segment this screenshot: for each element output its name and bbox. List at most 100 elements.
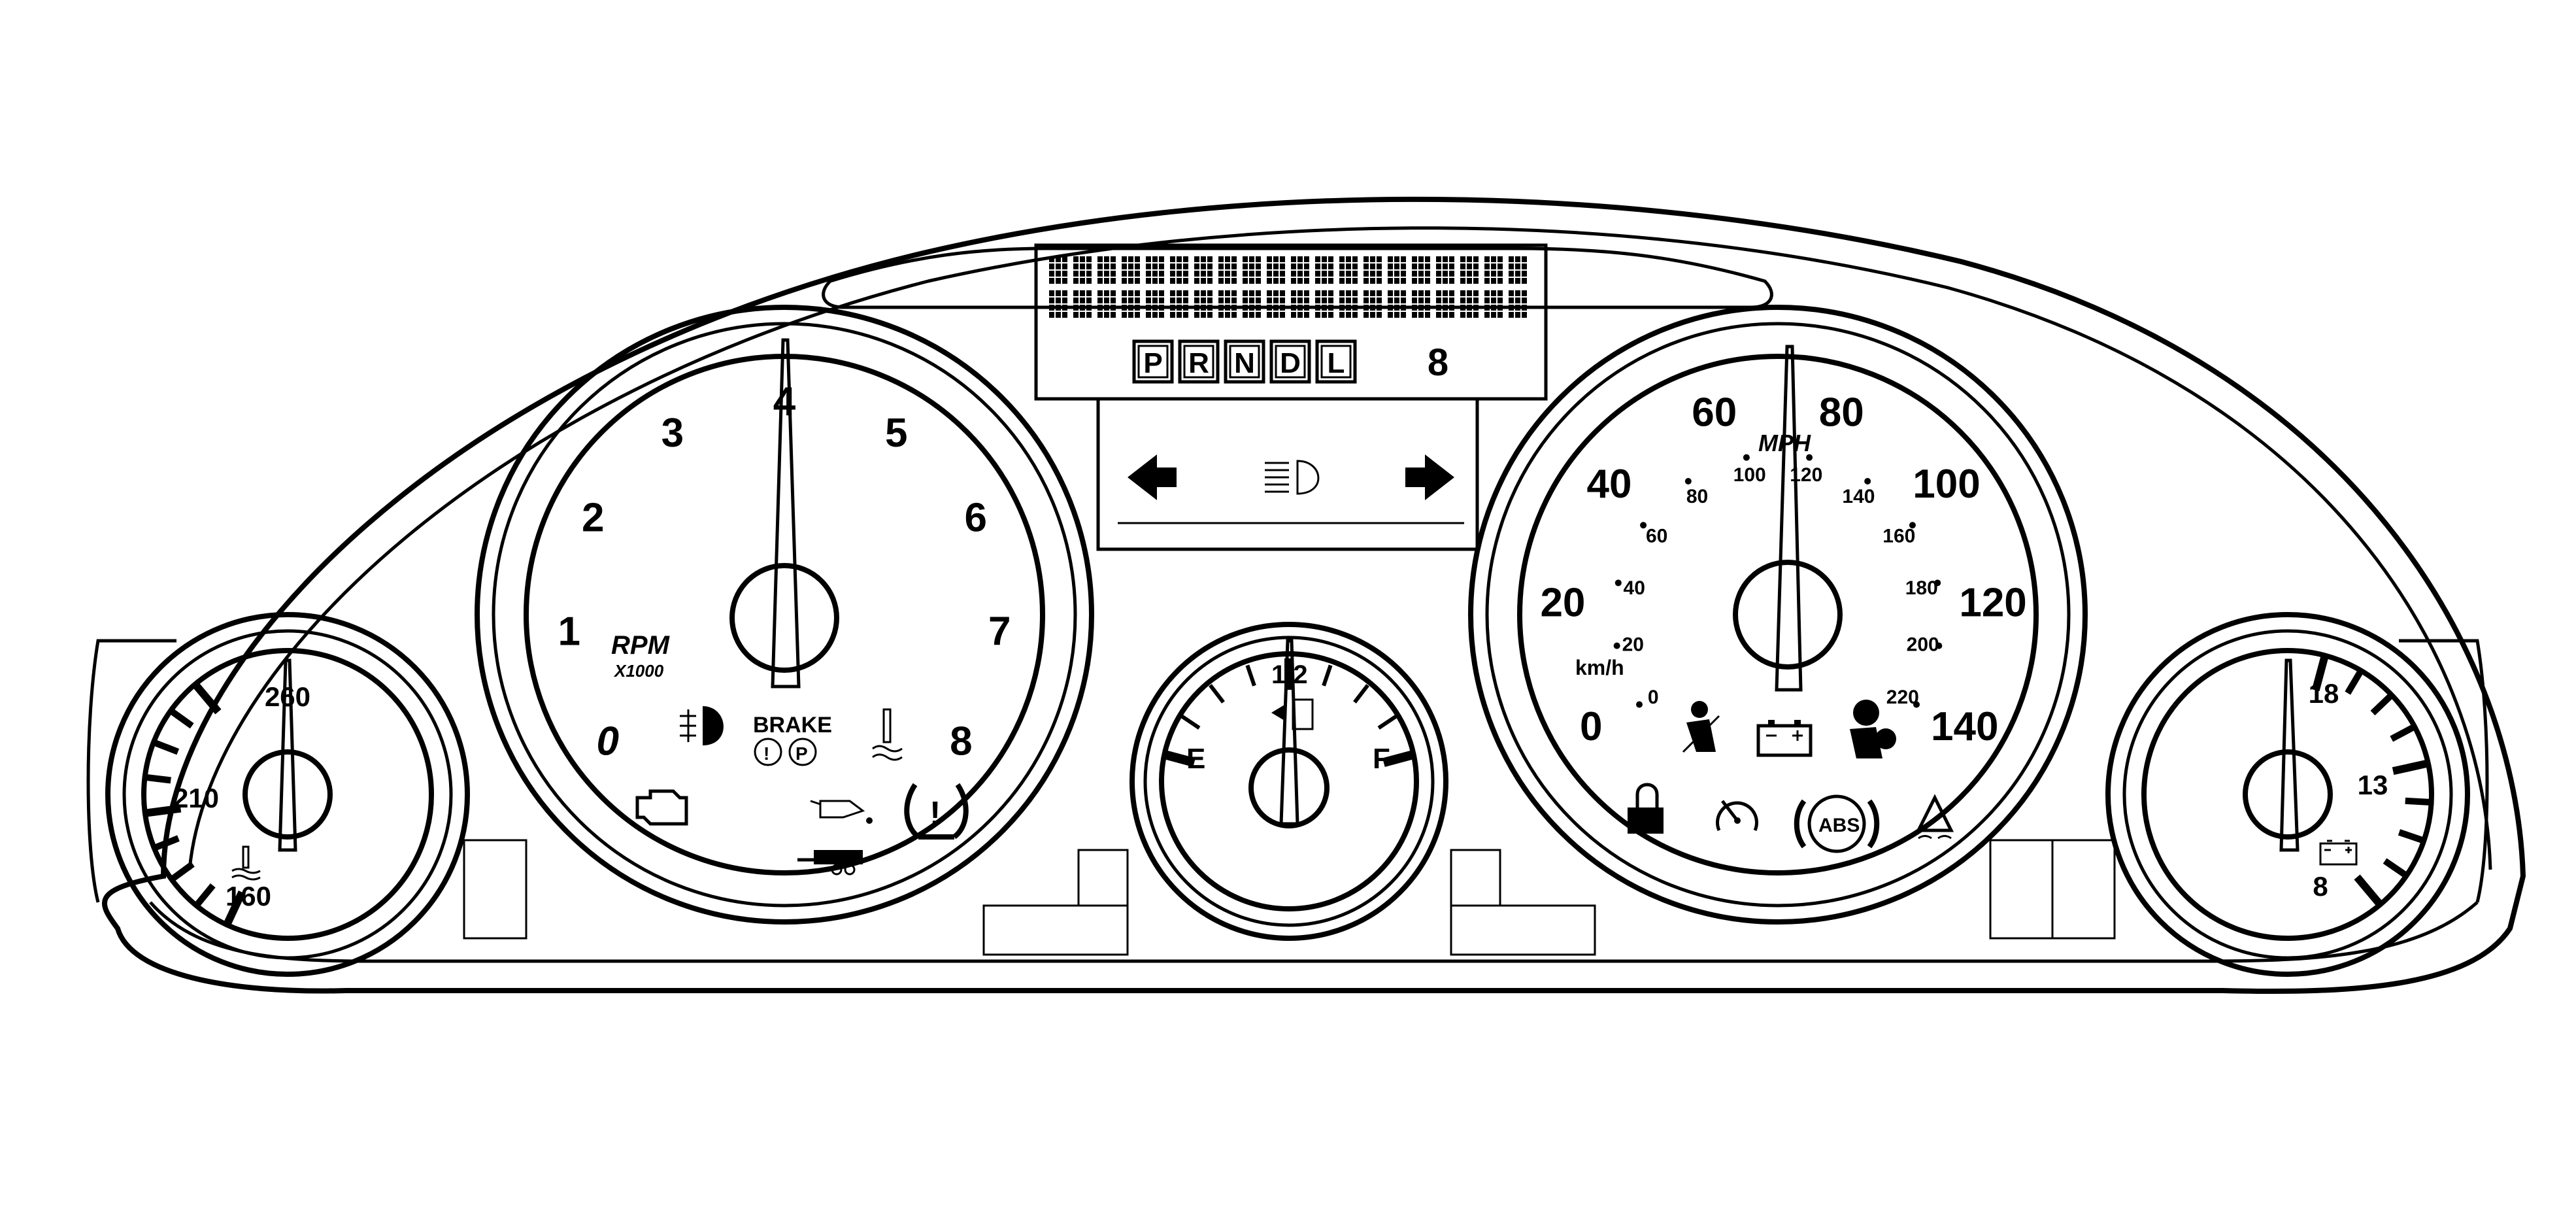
gear-box-n: N <box>1224 339 1265 384</box>
gear-label: L <box>1328 347 1345 379</box>
trailer-icon <box>797 850 863 876</box>
fuel-tick <box>1162 749 1196 767</box>
tach-label-2: 2 <box>582 496 604 541</box>
fuel-tick <box>1180 714 1201 730</box>
dot-matrix-cell <box>1073 290 1092 318</box>
airbag-icon <box>1850 700 1896 758</box>
dot-matrix-cell <box>1484 256 1503 284</box>
tach-label-8: 8 <box>950 719 972 764</box>
fuel-tick <box>1353 684 1369 704</box>
tach-label-7: 7 <box>988 609 1011 654</box>
volt-battery-icon <box>2319 840 2358 866</box>
dot-matrix-cell <box>1073 256 1092 284</box>
tach-label-0: 0 <box>596 719 618 764</box>
gear-box-r: R <box>1178 339 1220 384</box>
kmh-label-20: 20 <box>1613 634 1644 655</box>
mph-label-20: 20 <box>1540 580 1585 625</box>
fuel-tick <box>1382 749 1416 767</box>
kmh-label-140: 140 <box>1842 477 1875 507</box>
gear-digit: 8 <box>1428 341 1448 384</box>
gear-label: N <box>1234 347 1255 379</box>
svg-text:40: 40 <box>1624 577 1645 599</box>
coolant-temp-warning-icon <box>872 708 903 761</box>
headlamp-icon <box>1265 460 1320 495</box>
dot-matrix-cell <box>1388 290 1406 318</box>
kmh-unit-label: km/h <box>1575 656 1624 679</box>
gear-label: D <box>1280 347 1301 379</box>
volt-tick <box>2345 668 2365 695</box>
svg-text:200: 200 <box>1907 634 1939 655</box>
kmh-label-60: 60 <box>1640 522 1667 547</box>
battery-charge-icon <box>1756 720 1813 757</box>
gear-box-l: L <box>1315 339 1357 384</box>
dot-matrix-cell <box>1291 256 1309 284</box>
cluster-housing-outline <box>102 196 2526 994</box>
mph-label-100: 100 <box>1913 462 1980 507</box>
mph-label-140: 140 <box>1931 704 1998 749</box>
fuel-empty-label: E <box>1186 743 1205 775</box>
fuel-tick <box>1209 684 1225 704</box>
tach-unit-label: RPM X1000 <box>611 631 671 681</box>
svg-text:0: 0 <box>1648 687 1659 708</box>
volt-tick <box>2354 874 2384 908</box>
dot-matrix-cell <box>1218 256 1237 284</box>
tire-pressure-icon: ! <box>904 783 969 840</box>
temp-needle <box>278 658 297 852</box>
front-fog-lamp-icon <box>680 706 724 745</box>
svg-text:X1000: X1000 <box>613 661 664 681</box>
dot-matrix-cell <box>1097 256 1116 284</box>
dot-matrix-cell <box>1412 256 1430 284</box>
gear-label: R <box>1188 347 1209 379</box>
volt-tick <box>2392 759 2431 775</box>
dot-matrix-cell <box>1460 290 1479 318</box>
svg-text:140: 140 <box>1842 486 1875 507</box>
svg-text:P: P <box>795 743 808 764</box>
kmh-label-200: 200 <box>1907 634 1943 655</box>
fuel-tick <box>1322 664 1333 687</box>
volt-tick <box>2370 691 2395 716</box>
temp-label-260: 260 <box>265 681 310 712</box>
kmh-label-100: 100 <box>1733 454 1766 486</box>
dot-matrix-cell <box>1436 290 1454 318</box>
dot-matrix-cell <box>1509 290 1527 318</box>
volt-tick <box>2383 858 2410 879</box>
svg-text:100: 100 <box>1733 464 1766 486</box>
mph-label-0: 0 <box>1580 704 1602 749</box>
tach-label-1: 1 <box>558 609 580 654</box>
tach-needle <box>771 338 801 688</box>
volt-label-13: 13 <box>2358 770 2388 800</box>
lower-trim-panels <box>463 839 2116 956</box>
temp-tick <box>152 835 180 852</box>
svg-text:BRAKE: BRAKE <box>753 713 832 738</box>
temp-gauge-icon <box>231 845 261 881</box>
volt-needle-hub <box>2243 749 2333 840</box>
fuel-needle-hub <box>1248 747 1330 828</box>
volt-tick <box>2398 829 2426 845</box>
temp-tick <box>191 681 222 715</box>
kmh-label-220: 220 <box>1886 687 1920 708</box>
cluster-bezel-inner <box>188 226 2492 870</box>
temp-needle-hub <box>243 749 333 840</box>
check-engine-icon <box>635 789 688 826</box>
left-turn-arrow-icon <box>1128 454 1177 500</box>
dot-matrix-cell <box>1049 290 1067 318</box>
temp-tick <box>167 707 194 729</box>
fuel-gauge: E 1/2 F <box>1129 622 1448 941</box>
kmh-label-80: 80 <box>1684 477 1708 507</box>
fuel-pump-icon <box>1271 698 1314 730</box>
display-lower-frame <box>1096 399 1479 551</box>
dot-matrix-cell <box>1170 256 1188 284</box>
temp-tick <box>151 738 180 755</box>
dot-matrix-cell <box>1436 256 1454 284</box>
side-trim-right <box>2399 639 2489 903</box>
brake-warning-icon: BRAKE ! P <box>753 713 832 766</box>
dot-matrix-cell <box>1315 256 1333 284</box>
seatbelt-reminder-icon <box>1682 701 1720 753</box>
svg-text:!: ! <box>763 743 769 764</box>
